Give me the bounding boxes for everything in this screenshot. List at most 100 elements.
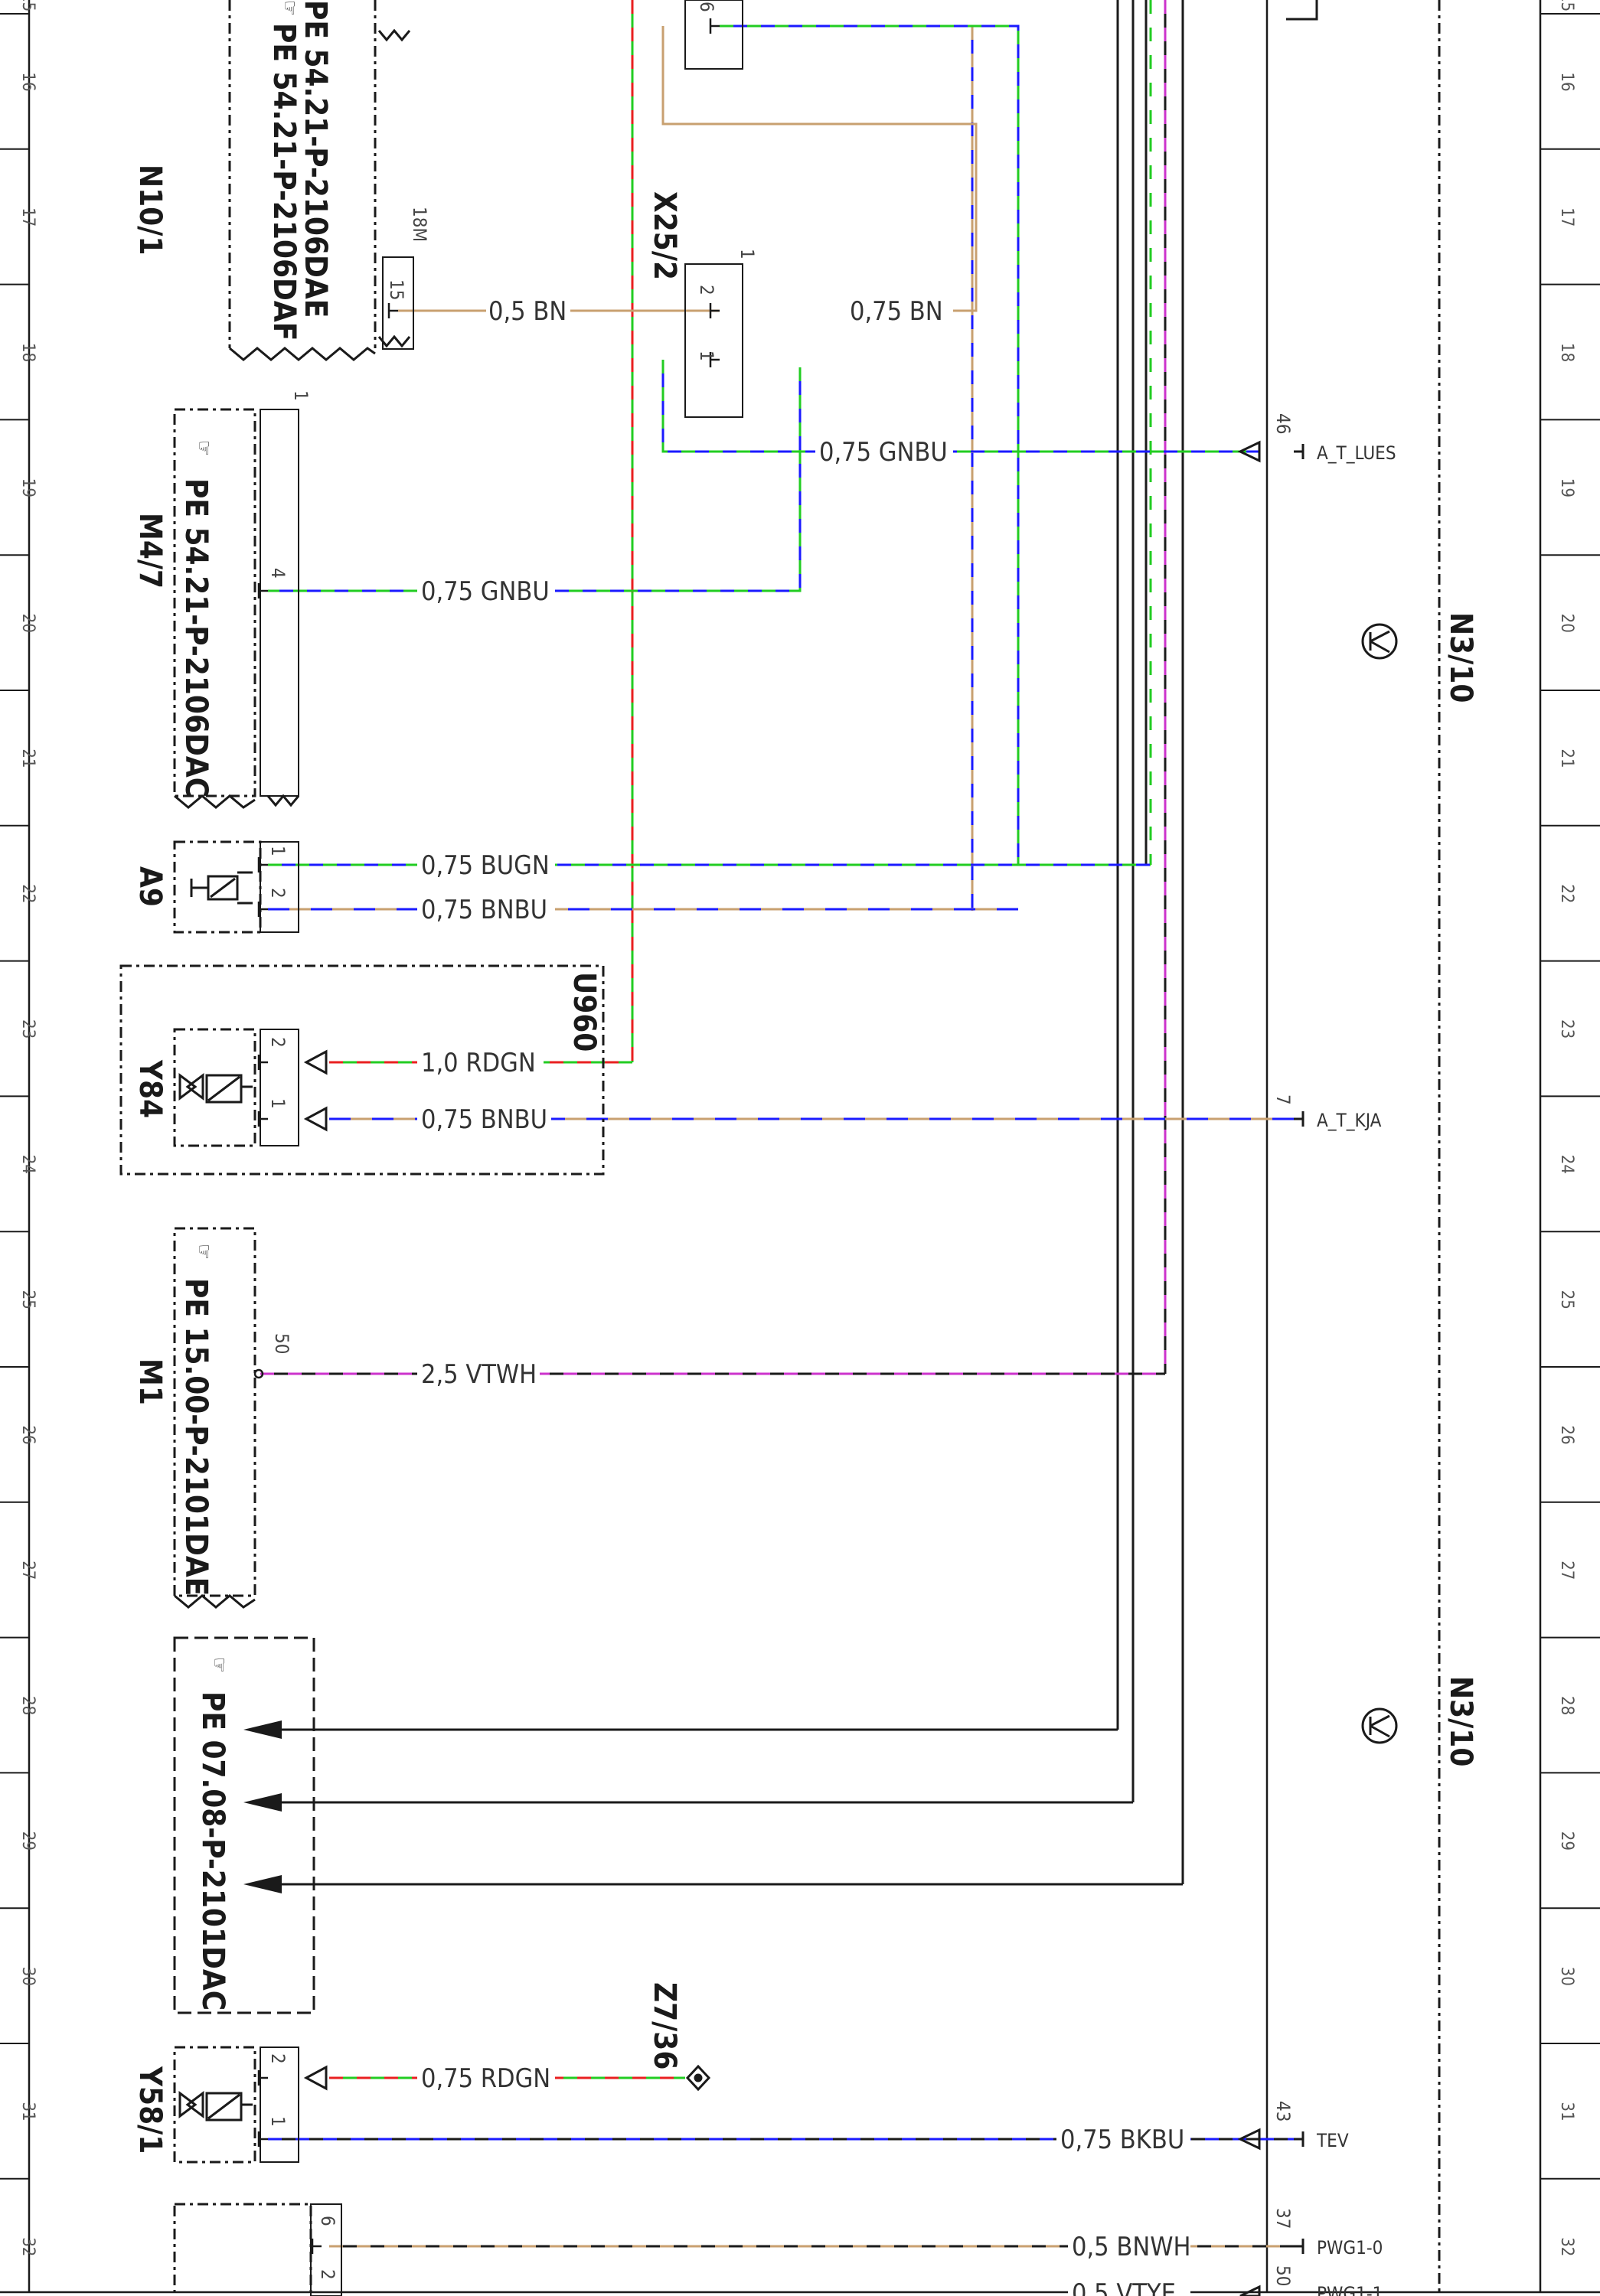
component-y58-1: [173, 2046, 256, 2164]
grid-row-number: 16: [18, 72, 38, 91]
grid-row-number: 27: [1557, 1561, 1576, 1580]
signal-name: PWG1-0: [1317, 2237, 1383, 2258]
grid-row-number: 17: [1557, 207, 1576, 227]
grid-row-number: 26: [1557, 1425, 1576, 1444]
pin-number: 7: [1272, 1094, 1294, 1105]
component-label-u960: U960: [567, 972, 602, 1052]
wire-label: 0,75 BN: [850, 296, 943, 327]
signal-name: TEV: [1316, 2130, 1349, 2151]
grid-row-number: 30: [1557, 1967, 1576, 1986]
wire-label: 0,75 BNBU: [421, 895, 547, 925]
pin-number: 1: [736, 249, 758, 259]
wavy-edges: [174, 28, 411, 1609]
pe-reference: PE 54.21-P-2106DAC: [178, 478, 214, 797]
signal-name: A_T_LUES: [1317, 442, 1396, 464]
splice-diamond-icon: [685, 2064, 711, 2092]
pin-number: 50: [1272, 2265, 1294, 2286]
open-arrows: [303, 1049, 328, 2091]
wire-label: 0,5 BN: [488, 296, 567, 327]
grid-row-number: 21: [1557, 748, 1576, 768]
component-m1: [173, 1227, 256, 1597]
grid-row-number: 30: [18, 1967, 38, 1986]
n3-10-arrows: [1237, 440, 1261, 2296]
wire-label: 0,75 RDGN: [421, 2063, 550, 2094]
component-pe-block: [173, 1636, 315, 2014]
grid-row-number: 15: [1557, 0, 1576, 11]
pin-number: 1: [267, 846, 289, 856]
grid-row-number: 24: [18, 1155, 38, 1174]
wire-label: 0,75 BKBU: [1060, 2125, 1184, 2155]
grid-row-ticks: [0, 13, 1600, 2180]
wire-label: 0,5 BNWH: [1072, 2232, 1190, 2262]
grid-row-number: 31: [18, 2102, 38, 2121]
component-label-x25-2: X25/2: [647, 191, 682, 280]
pin-number: 4: [267, 568, 289, 579]
signal-name: A_T_KJA: [1317, 1110, 1382, 1131]
pin-number: 6: [696, 2, 717, 12]
component-m4-7: [173, 408, 256, 797]
component-label-n3-10: N3/10: [1443, 1676, 1478, 1766]
component-y84: [173, 1028, 256, 1147]
pin-number: 1: [696, 351, 717, 361]
wire-label: 0,75 GNBU: [421, 576, 550, 607]
component-bottom: [173, 2203, 312, 2296]
grid-row-number: 32: [18, 2237, 38, 2256]
component-label-m4-7: M4/7: [132, 513, 168, 589]
grid-row-number: 24: [1557, 1155, 1576, 1174]
component-label-n10-1: N10/1: [132, 165, 168, 255]
pin-number: 50: [271, 1333, 292, 1354]
pin-number: 2: [317, 2269, 338, 2280]
pin-number: 37: [1272, 2208, 1294, 2229]
svg-text:☞: ☞: [278, 0, 301, 16]
grid-row-number: 15: [18, 0, 38, 11]
grid-row-number: 22: [18, 884, 38, 903]
grid-row-number: 20: [18, 614, 38, 633]
component-label-n3-10: N3/10: [1443, 612, 1478, 703]
svg-text:☞: ☞: [192, 1244, 215, 1260]
svg-text:☞: ☞: [207, 1657, 230, 1673]
reference-hand-icon: ☞ ☞ ☞ ☞: [192, 0, 301, 1673]
pin-number: 2: [267, 1037, 289, 1048]
grid-row-number: 28: [1557, 1696, 1576, 1715]
grid-row-number: 20: [1557, 614, 1576, 633]
grid-row-number: 19: [18, 478, 38, 497]
pe-reference: PE 54.21-P-2106DAE: [298, 0, 333, 318]
wire-labels: 0,5 BN 0,75 BN 0,75 GNBU 0,75 GNBU 0,75 …: [417, 295, 1190, 2296]
grid-row-number: 19: [1557, 478, 1576, 497]
pin-number: 15: [386, 279, 407, 300]
component-a9: [173, 840, 262, 934]
pe-reference: PE 07.08-P-2101DAC: [195, 1691, 230, 2011]
grid-row-number: 25: [1557, 1290, 1576, 1309]
wire-label: 2,5 VTWH: [421, 1359, 537, 1390]
grid-row-number: 28: [18, 1696, 38, 1715]
vertical-bus: [631, 0, 1269, 2292]
pin-number: 1: [267, 1098, 289, 1109]
pin-terminals: [253, 18, 720, 2254]
grid-row-number: 31: [1557, 2102, 1576, 2121]
pin-boxes: [260, 0, 743, 2296]
wire-label: 0,75 BUGN: [421, 850, 550, 881]
horizontal-wires: [260, 309, 1294, 2248]
grid-row-number: 26: [18, 1425, 38, 1444]
grid-row-number: 17: [18, 207, 38, 227]
y84-valve-symbol: [178, 1073, 253, 1104]
component-label-m1: M1: [132, 1358, 168, 1405]
pin-number: 1: [267, 2116, 289, 2127]
grid-row-number: 27: [18, 1561, 38, 1580]
pin-number: 46: [1272, 413, 1294, 434]
a9-symbol: [190, 871, 253, 905]
transistor-icon: [1361, 1707, 1398, 1744]
component-label-a9: A9: [132, 866, 168, 907]
pe-block-arrows: [243, 1720, 282, 1893]
wire-label: 0,75 BNBU: [421, 1104, 547, 1135]
grid-row-number: 29: [1557, 1831, 1576, 1851]
y58-valve-symbol: [178, 2091, 253, 2122]
svg-text:☞: ☞: [192, 440, 215, 456]
pe-reference: PE 15.00-P-2101DAE: [178, 1278, 214, 1596]
grid-row-number: 18: [18, 343, 38, 362]
pin-number: 18M: [409, 207, 430, 242]
grid-row-number: 23: [18, 1019, 38, 1039]
grid-row-number: 22: [1557, 884, 1576, 903]
